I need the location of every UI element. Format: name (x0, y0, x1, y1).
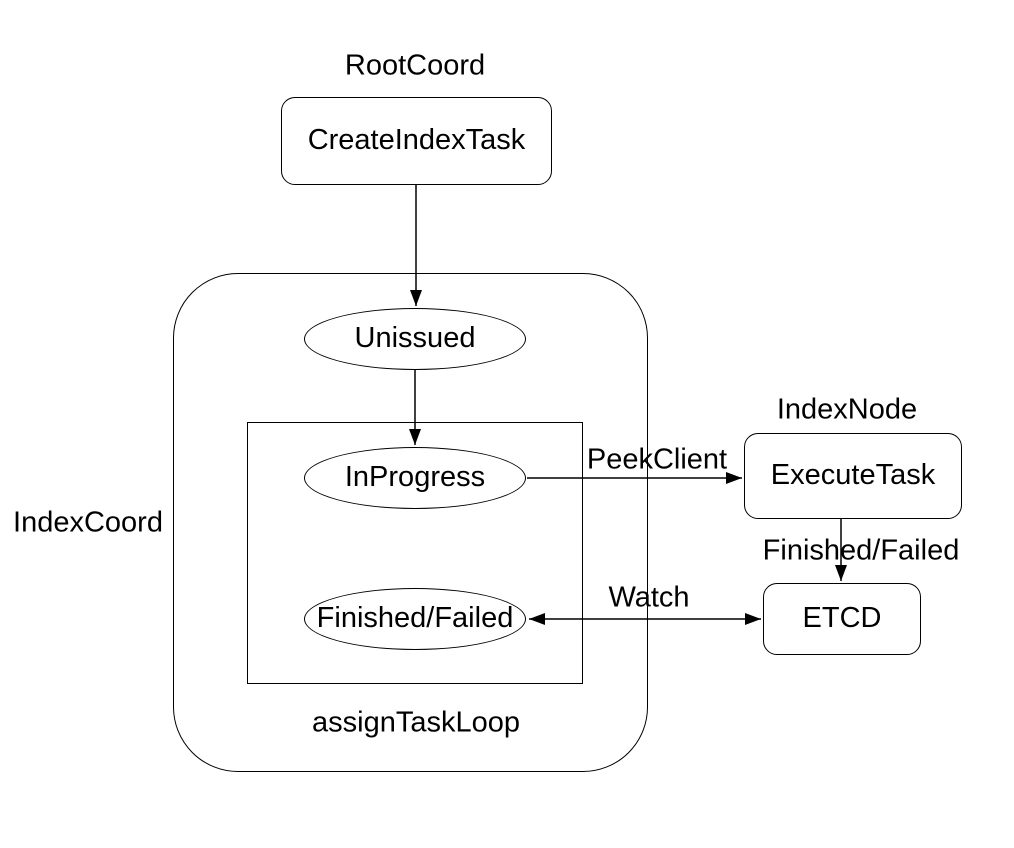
node-create-index-task: CreateIndexTask (281, 97, 552, 185)
node-in-progress: InProgress (304, 447, 526, 509)
node-execute-task: ExecuteTask (744, 433, 962, 519)
node-finished-failed-label: Finished/Failed (316, 602, 514, 635)
node-execute-task-label: ExecuteTask (770, 459, 936, 492)
node-in-progress-label: InProgress (344, 461, 486, 494)
node-unissued: Unissued (304, 308, 526, 370)
peek-client-edge-label: PeekClient (586, 443, 728, 476)
node-finished-failed: Finished/Failed (304, 588, 526, 650)
index-node-group-label: IndexNode (776, 393, 918, 426)
assign-task-loop-group-label: assignTaskLoop (312, 706, 520, 739)
finished-failed-edge-label: Finished/Failed (762, 534, 960, 567)
node-etcd: ETCD (763, 583, 921, 655)
node-unissued-label: Unissued (354, 322, 476, 355)
node-create-index-task-label: CreateIndexTask (307, 124, 526, 157)
root-coord-group-label: RootCoord (344, 49, 486, 82)
watch-edge-label: Watch (608, 581, 690, 614)
node-etcd-label: ETCD (802, 602, 882, 635)
index-coord-group-label: IndexCoord (13, 506, 163, 539)
